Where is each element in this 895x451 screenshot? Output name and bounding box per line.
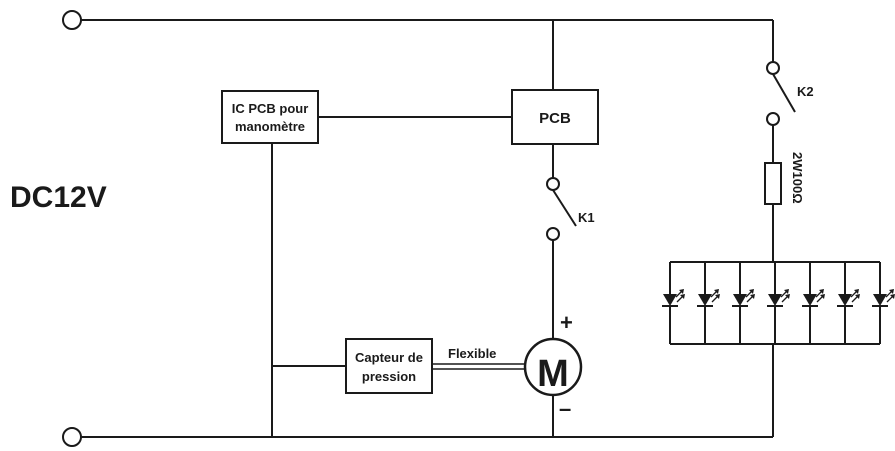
k2-label: K2 — [797, 84, 814, 99]
k2-contact-top — [766, 61, 780, 75]
k2-contact-bottom — [766, 112, 780, 126]
hose-label: Flexible — [448, 346, 496, 361]
k1-blade — [552, 189, 577, 227]
led — [837, 262, 860, 344]
ic-pcb-line2: manomètre — [235, 119, 305, 134]
led — [662, 262, 685, 344]
supply-label: DC12V — [10, 181, 107, 214]
negative-terminal — [62, 427, 82, 447]
led — [767, 262, 790, 344]
resistor-label: 2W100Ω — [790, 152, 805, 204]
k1-label: K1 — [578, 210, 595, 225]
ic-pcb-line1: IC PCB pour — [232, 101, 309, 116]
positive-terminal — [62, 10, 82, 30]
led-array — [662, 262, 895, 344]
motor-plus: + — [560, 310, 573, 335]
sensor-box — [345, 338, 433, 394]
pcb-label: PCB — [539, 110, 571, 127]
resistor — [764, 162, 782, 205]
motor-label: M — [537, 353, 569, 395]
k2-blade — [772, 73, 796, 113]
sensor-line2: pression — [362, 369, 416, 384]
led — [802, 262, 825, 344]
led — [697, 262, 720, 344]
led — [732, 262, 755, 344]
k1-contact-top — [546, 177, 560, 191]
pcb-box — [511, 89, 599, 145]
led — [872, 262, 895, 344]
k1-contact-bottom — [546, 227, 560, 241]
motor-minus: – — [559, 396, 571, 421]
ic-pcb-box — [221, 90, 319, 144]
sensor-line1: Capteur de — [355, 350, 423, 365]
